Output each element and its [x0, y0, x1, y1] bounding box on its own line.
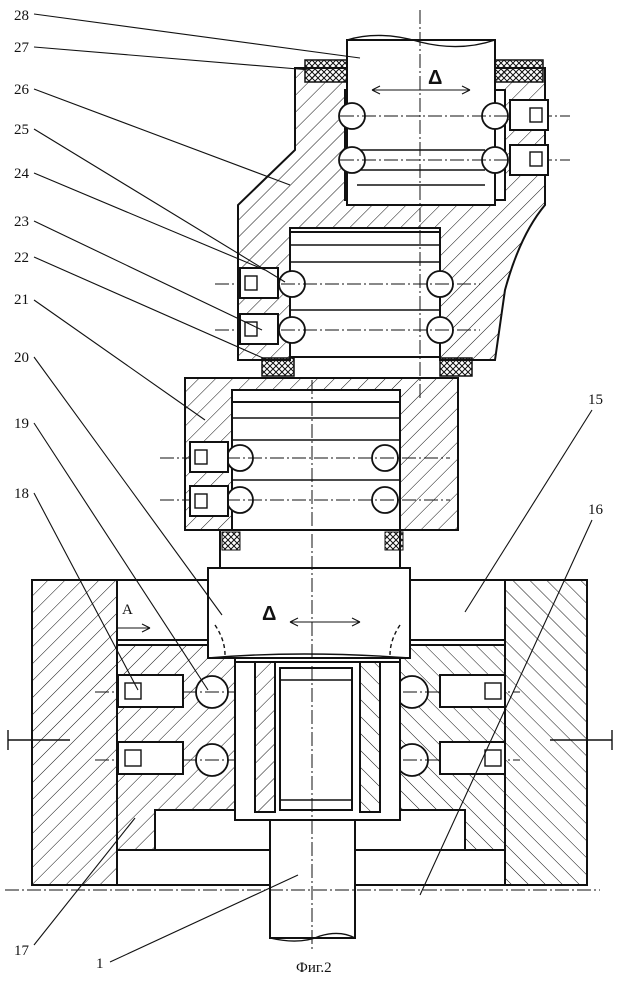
upper-bearing-balls	[338, 99, 570, 176]
label-1: 1	[96, 956, 104, 972]
reference-labels: 28 27 26 25 24 23 22 21 20 19 18 17 16 1…	[14, 8, 604, 972]
label-20: 20	[14, 350, 29, 366]
label-25: 25	[14, 122, 29, 138]
middle-sleeve-24	[215, 231, 480, 358]
label-16: 16	[588, 502, 604, 518]
upper-shaft-28: Δ	[346, 34, 496, 206]
label-19: 19	[14, 416, 29, 432]
label-28: 28	[14, 8, 29, 24]
figure-caption: Фиг.2	[296, 960, 332, 976]
label-22: 22	[14, 250, 29, 266]
label-15: 15	[588, 392, 603, 408]
clearance-symbol-top: Δ	[428, 67, 442, 89]
svg-text:A: A	[122, 602, 133, 618]
label-23: 23	[14, 214, 29, 230]
label-18: 18	[14, 486, 29, 502]
central-tube	[234, 661, 401, 821]
clearance-symbol-bottom: Δ	[262, 603, 276, 625]
view-marker-a: A	[118, 602, 151, 633]
middle-housing-21	[160, 377, 459, 571]
slider-block-20: Δ	[207, 567, 411, 659]
label-17: 17	[14, 943, 30, 959]
label-26: 26	[14, 82, 30, 98]
label-24: 24	[14, 166, 30, 182]
label-27: 27	[14, 40, 30, 56]
label-21: 21	[14, 292, 29, 308]
